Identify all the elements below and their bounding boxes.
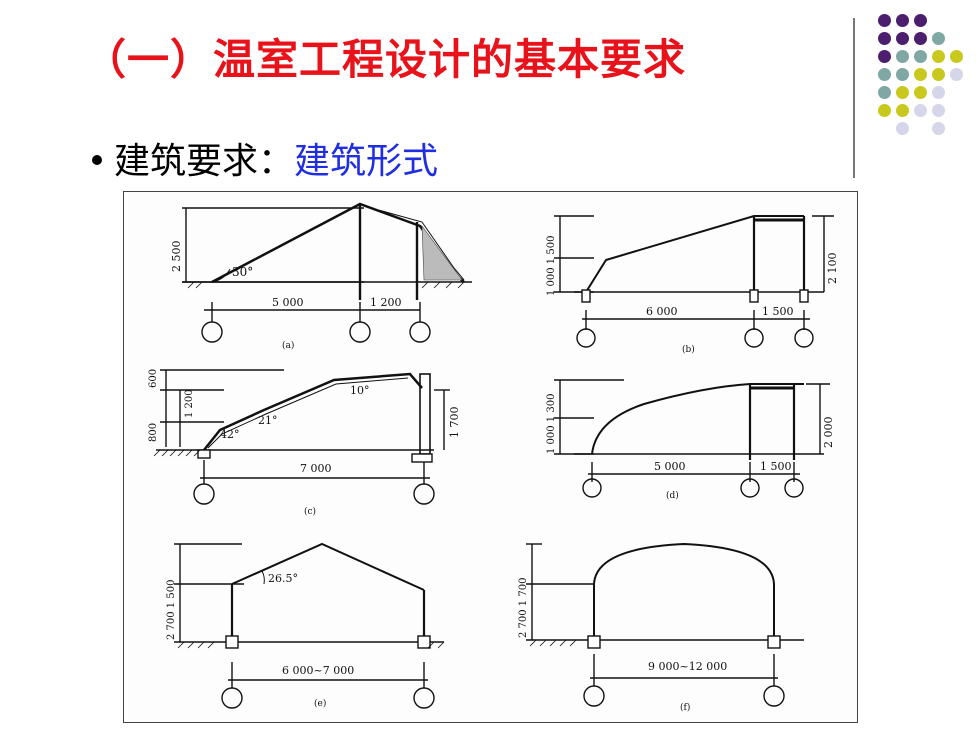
dot [896, 14, 909, 27]
slide-title: （一）温室工程设计的基本要求 [84, 35, 687, 84]
d-right-height-label: 2 000 [822, 417, 835, 449]
figure-drawing: 2 500 30° 5 000 1 200 (a) 1 000 1 500 2 … [148, 202, 839, 713]
diagram-e [174, 542, 444, 709]
dot [914, 86, 927, 99]
diagram-f [526, 542, 804, 707]
a-caption: (a) [282, 340, 294, 351]
c-h-bottom-label: 800 [148, 423, 159, 442]
f-caption: (f) [680, 702, 690, 713]
c-h-top-label: 600 [148, 369, 159, 388]
diagram-b [554, 215, 834, 348]
bullet-label: 建筑要求： [114, 141, 295, 182]
c-right-height-label: 1 700 [448, 407, 461, 439]
dot [932, 104, 945, 117]
c-angle3-label: 42° [220, 428, 240, 441]
dot [932, 32, 945, 45]
a-span1-label: 5 000 [272, 296, 304, 309]
b-height-label: 1 000 1 500 [546, 236, 557, 296]
dot [878, 68, 891, 81]
c-span-label: 7 000 [300, 462, 332, 475]
d-caption: (d) [666, 490, 679, 501]
b-right-height-label: 2 100 [826, 253, 839, 285]
dot [896, 122, 909, 135]
dot [896, 32, 909, 45]
e-caption: (e) [314, 698, 326, 709]
bullet-value: 建筑形式 [294, 141, 439, 182]
dot [878, 32, 891, 45]
dot [896, 68, 909, 81]
dot [878, 50, 891, 63]
dot [932, 86, 945, 99]
a-span2-label: 1 200 [370, 296, 402, 309]
dot [896, 86, 909, 99]
bullet-dot [92, 155, 102, 165]
dot [914, 68, 927, 81]
b-span1-label: 6 000 [646, 305, 678, 318]
diagram-c [156, 369, 450, 505]
dot [932, 68, 945, 81]
d-span2-label: 1 500 [760, 460, 792, 473]
dot [914, 32, 927, 45]
dot [914, 14, 927, 27]
b-caption: (b) [682, 344, 695, 355]
dot [878, 104, 891, 117]
diagram-d [554, 379, 830, 498]
f-span-label: 9 000~12 000 [648, 660, 727, 673]
dot [896, 50, 909, 63]
c-angle1-label: 10° [350, 384, 370, 397]
c-h-inner-label: 1 200 [184, 389, 195, 418]
dot [932, 122, 945, 135]
dot [896, 104, 909, 117]
d-height-label: 1 000 1 300 [546, 394, 557, 454]
diagram-a [182, 202, 472, 343]
bullet-item: 建筑要求：建筑形式 [92, 132, 438, 184]
e-span-label: 6 000~7 000 [282, 664, 354, 677]
dot [932, 50, 945, 63]
f-height-label: 2 700 1 700 [518, 578, 529, 638]
decorative-dot-grid [868, 14, 978, 164]
c-caption: (c) [304, 506, 316, 517]
a-angle-label: 30° [232, 265, 253, 279]
a-height-label: 2 500 [170, 241, 183, 273]
dot [950, 50, 963, 63]
c-angle2-label: 21° [258, 414, 278, 427]
dot [878, 14, 891, 27]
e-height-label: 2 700 1 500 [166, 580, 177, 640]
e-angle-label: 26.5° [268, 572, 298, 585]
greenhouse-forms-figure: 2 500 30° 5 000 1 200 (a) 1 000 1 500 2 … [123, 191, 858, 723]
dot [914, 104, 927, 117]
d-span1-label: 5 000 [654, 460, 686, 473]
dot [878, 86, 891, 99]
dot [914, 50, 927, 63]
divider-line [853, 18, 855, 178]
dot [950, 68, 963, 81]
b-span2-label: 1 500 [762, 305, 794, 318]
